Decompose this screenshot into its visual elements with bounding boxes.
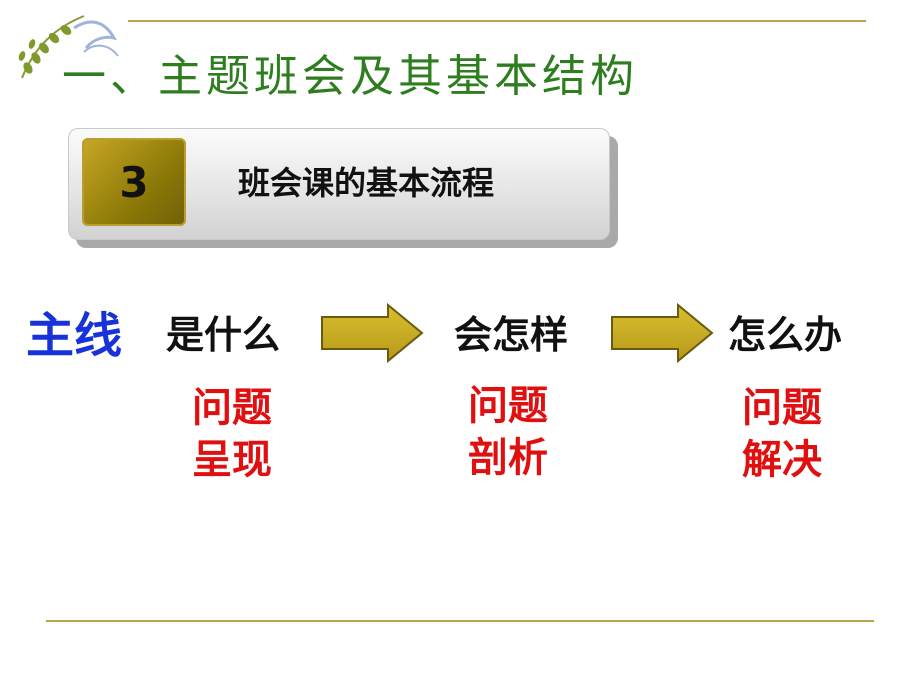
result-line: 呈现 [192, 437, 272, 483]
step-what: 是什么 [166, 313, 281, 357]
result-line: 解决 [742, 437, 822, 483]
page-title: 一、主题班会及其基本结构 [62, 51, 638, 102]
result-line: 问题 [742, 385, 822, 431]
leaf-decoration-icon [18, 15, 119, 79]
result-line: 问题 [192, 385, 272, 431]
step-consequence: 会怎样 [454, 313, 569, 357]
result-line: 剖析 [468, 435, 548, 481]
result-solve: 问题 解决 [722, 382, 842, 486]
section-number-box: 3 [82, 138, 186, 226]
arrow-right-icon [611, 303, 714, 363]
result-present: 问题 呈现 [172, 382, 292, 486]
section-heading: 班会课的基本流程 [238, 164, 495, 202]
arrow-right-icon [321, 303, 424, 363]
result-line: 问题 [468, 383, 548, 429]
top-rule [128, 20, 866, 22]
mainline-label: 主线 [26, 308, 123, 364]
bottom-rule [46, 620, 874, 622]
step-action: 怎么办 [728, 313, 843, 357]
section-number: 3 [119, 157, 149, 207]
result-analyze: 问题 剖析 [448, 380, 568, 484]
